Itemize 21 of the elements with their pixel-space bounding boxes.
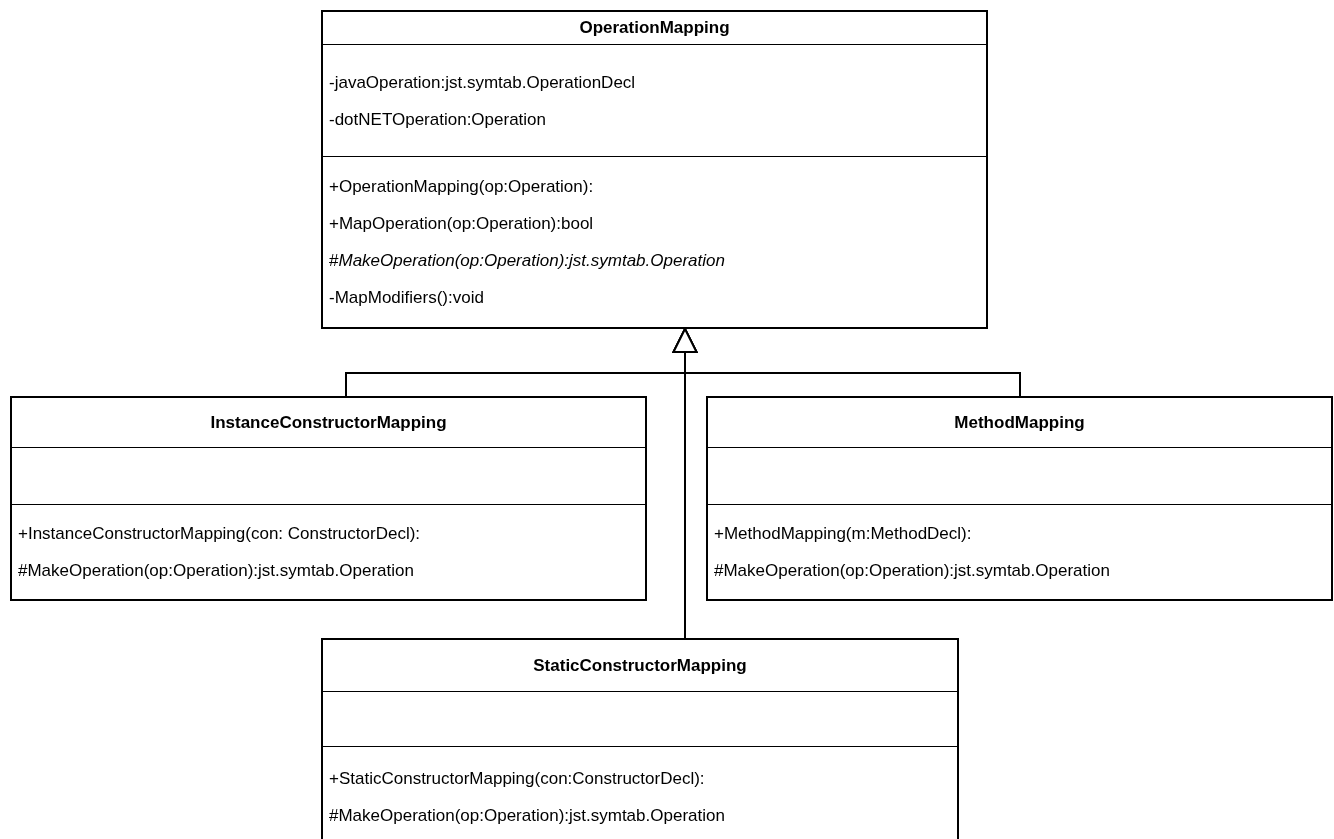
generalization-arrow — [672, 328, 698, 639]
class-name: InstanceConstructorMapping — [210, 412, 447, 433]
method-text: #MakeOperation(op:Operation):jst.symtab.Operation — [18, 560, 415, 582]
method-text: #MakeOperation(op:Operation):jst.symtab.Operation — [714, 560, 1111, 582]
class-box — [321, 10, 988, 329]
attribute-text: -dotNETOperation:Operation — [329, 108, 548, 131]
method-text: +MapOperation(op:Operation):bool — [329, 213, 595, 235]
method-text: #MakeOperation(op:Operation):jst.symtab.Operation — [329, 250, 726, 272]
attribute-text: -javaOperation:jst.symtab.OperationDecl — [329, 71, 637, 94]
method-text: -MapModifiers():void — [329, 287, 485, 309]
class-box — [706, 396, 1333, 601]
class-name: MethodMapping — [954, 412, 1085, 433]
class-name: StaticConstructorMapping — [533, 655, 747, 676]
class-box — [10, 396, 647, 601]
class-name: OperationMapping — [579, 18, 730, 38]
method-text: +InstanceConstructorMapping(con: ConstructorDecl): — [18, 523, 422, 545]
method-text: #MakeOperation(op:Operation):jst.symtab.Operation — [329, 804, 726, 827]
method-text: +OperationMapping(op:Operation): — [329, 176, 595, 198]
method-text: +MethodMapping(m:MethodDecl): — [714, 523, 973, 545]
method-text: +StaticConstructorMapping(con:ConstructorDecl): — [329, 767, 706, 790]
class-box — [321, 638, 959, 839]
